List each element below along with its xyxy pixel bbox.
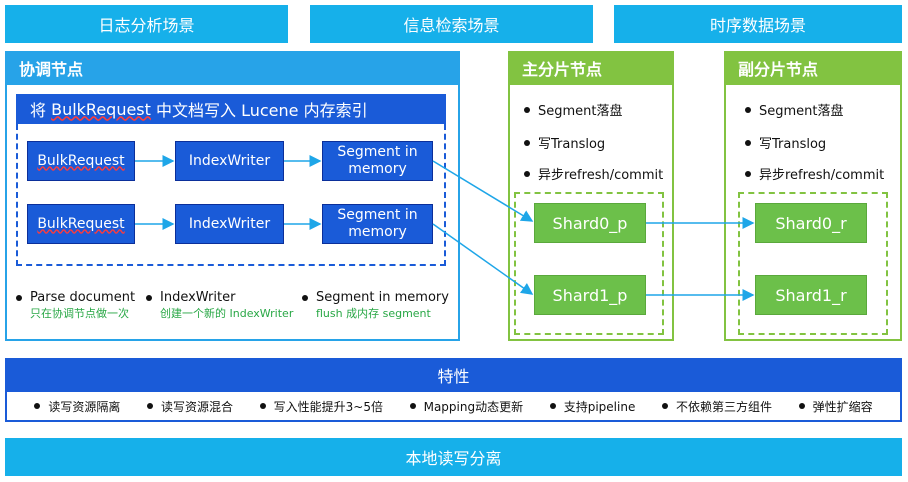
shard0-replica: Shard0_r [755, 203, 867, 243]
features-header: 特性 [5, 358, 902, 392]
replica-title: 副分片节点 [724, 51, 902, 85]
scene-info-retrieval: 信息检索场景 [310, 5, 593, 43]
footer-local-rw-separation: 本地读写分离 [5, 438, 902, 476]
note-parse-desc: 只在协调节点做一次 [30, 307, 129, 320]
feature-item: Mapping动态更新 [409, 398, 523, 415]
lucene-title-bar: 将 BulkRequest 中文档写入 Lucene 内存索引 [16, 94, 446, 124]
features-list: 读写资源隔离 读写资源混合 写入性能提升3~5倍 Mapping动态更新 支持p… [5, 392, 902, 422]
shard1-primary: Shard1_p [534, 275, 646, 315]
indexwriter-box-1: IndexWriter [175, 141, 284, 181]
shard0-primary: Shard0_p [534, 203, 646, 243]
feature-item: 支持pipeline [549, 398, 635, 415]
coordinator-title: 协调节点 [5, 51, 460, 85]
segment-box-1: Segment in memory [322, 141, 433, 181]
bulkrequest-box-1: BulkRequest [27, 141, 135, 181]
replica-bullet-1: Segment落盘 [745, 100, 844, 119]
lucene-dashed-region [16, 124, 446, 266]
primary-bullet-2: 写Translog [524, 133, 605, 152]
indexwriter-box-2: IndexWriter [175, 204, 284, 244]
primary-shard-region [514, 192, 664, 335]
arrow-seg1-shard0p [432, 160, 534, 222]
note-indexwriter: IndexWriter 创建一个新的 IndexWriter [146, 290, 316, 321]
lucene-title-prefix: 将 [30, 101, 52, 120]
replica-shard-region [738, 192, 888, 335]
replica-bullet-2: 写Translog [745, 133, 826, 152]
feature-item: 写入性能提升3~5倍 [259, 398, 383, 415]
note-parse: Parse document 只在协调节点做一次 [16, 290, 156, 321]
primary-bullet-1: Segment落盘 [524, 100, 623, 119]
scene-log-analysis: 日志分析场景 [5, 5, 288, 43]
primary-bullet-3: 异步refresh/commit [524, 164, 663, 183]
note-parse-title: Parse document [30, 290, 136, 305]
arrow-seg2-shard1p [432, 223, 534, 295]
primary-title: 主分片节点 [508, 51, 674, 85]
feature-item: 读写资源混合 [146, 398, 233, 415]
note-segment-title: Segment in memory [316, 290, 449, 305]
feature-item: 读写资源隔离 [34, 398, 120, 415]
note-indexwriter-desc: 创建一个新的 IndexWriter [160, 307, 294, 320]
note-segment-desc: flush 成内存 segment [316, 307, 431, 320]
note-segment: Segment in memory flush 成内存 segment [302, 290, 452, 321]
bulkrequest-box-2: BulkRequest [27, 204, 135, 244]
segment-box-2: Segment in memory [322, 204, 433, 244]
shard1-replica: Shard1_r [755, 275, 867, 315]
feature-item: 弹性扩缩容 [798, 398, 873, 415]
replica-bullet-3: 异步refresh/commit [745, 164, 884, 183]
feature-item: 不依赖第三方组件 [661, 398, 772, 415]
lucene-title-bulk: BulkRequest [51, 99, 151, 119]
lucene-title-suffix: 中文档写入 Lucene 内存索引 [150, 101, 368, 120]
note-indexwriter-title: IndexWriter [160, 290, 236, 305]
scene-timeseries: 时序数据场景 [614, 5, 902, 43]
